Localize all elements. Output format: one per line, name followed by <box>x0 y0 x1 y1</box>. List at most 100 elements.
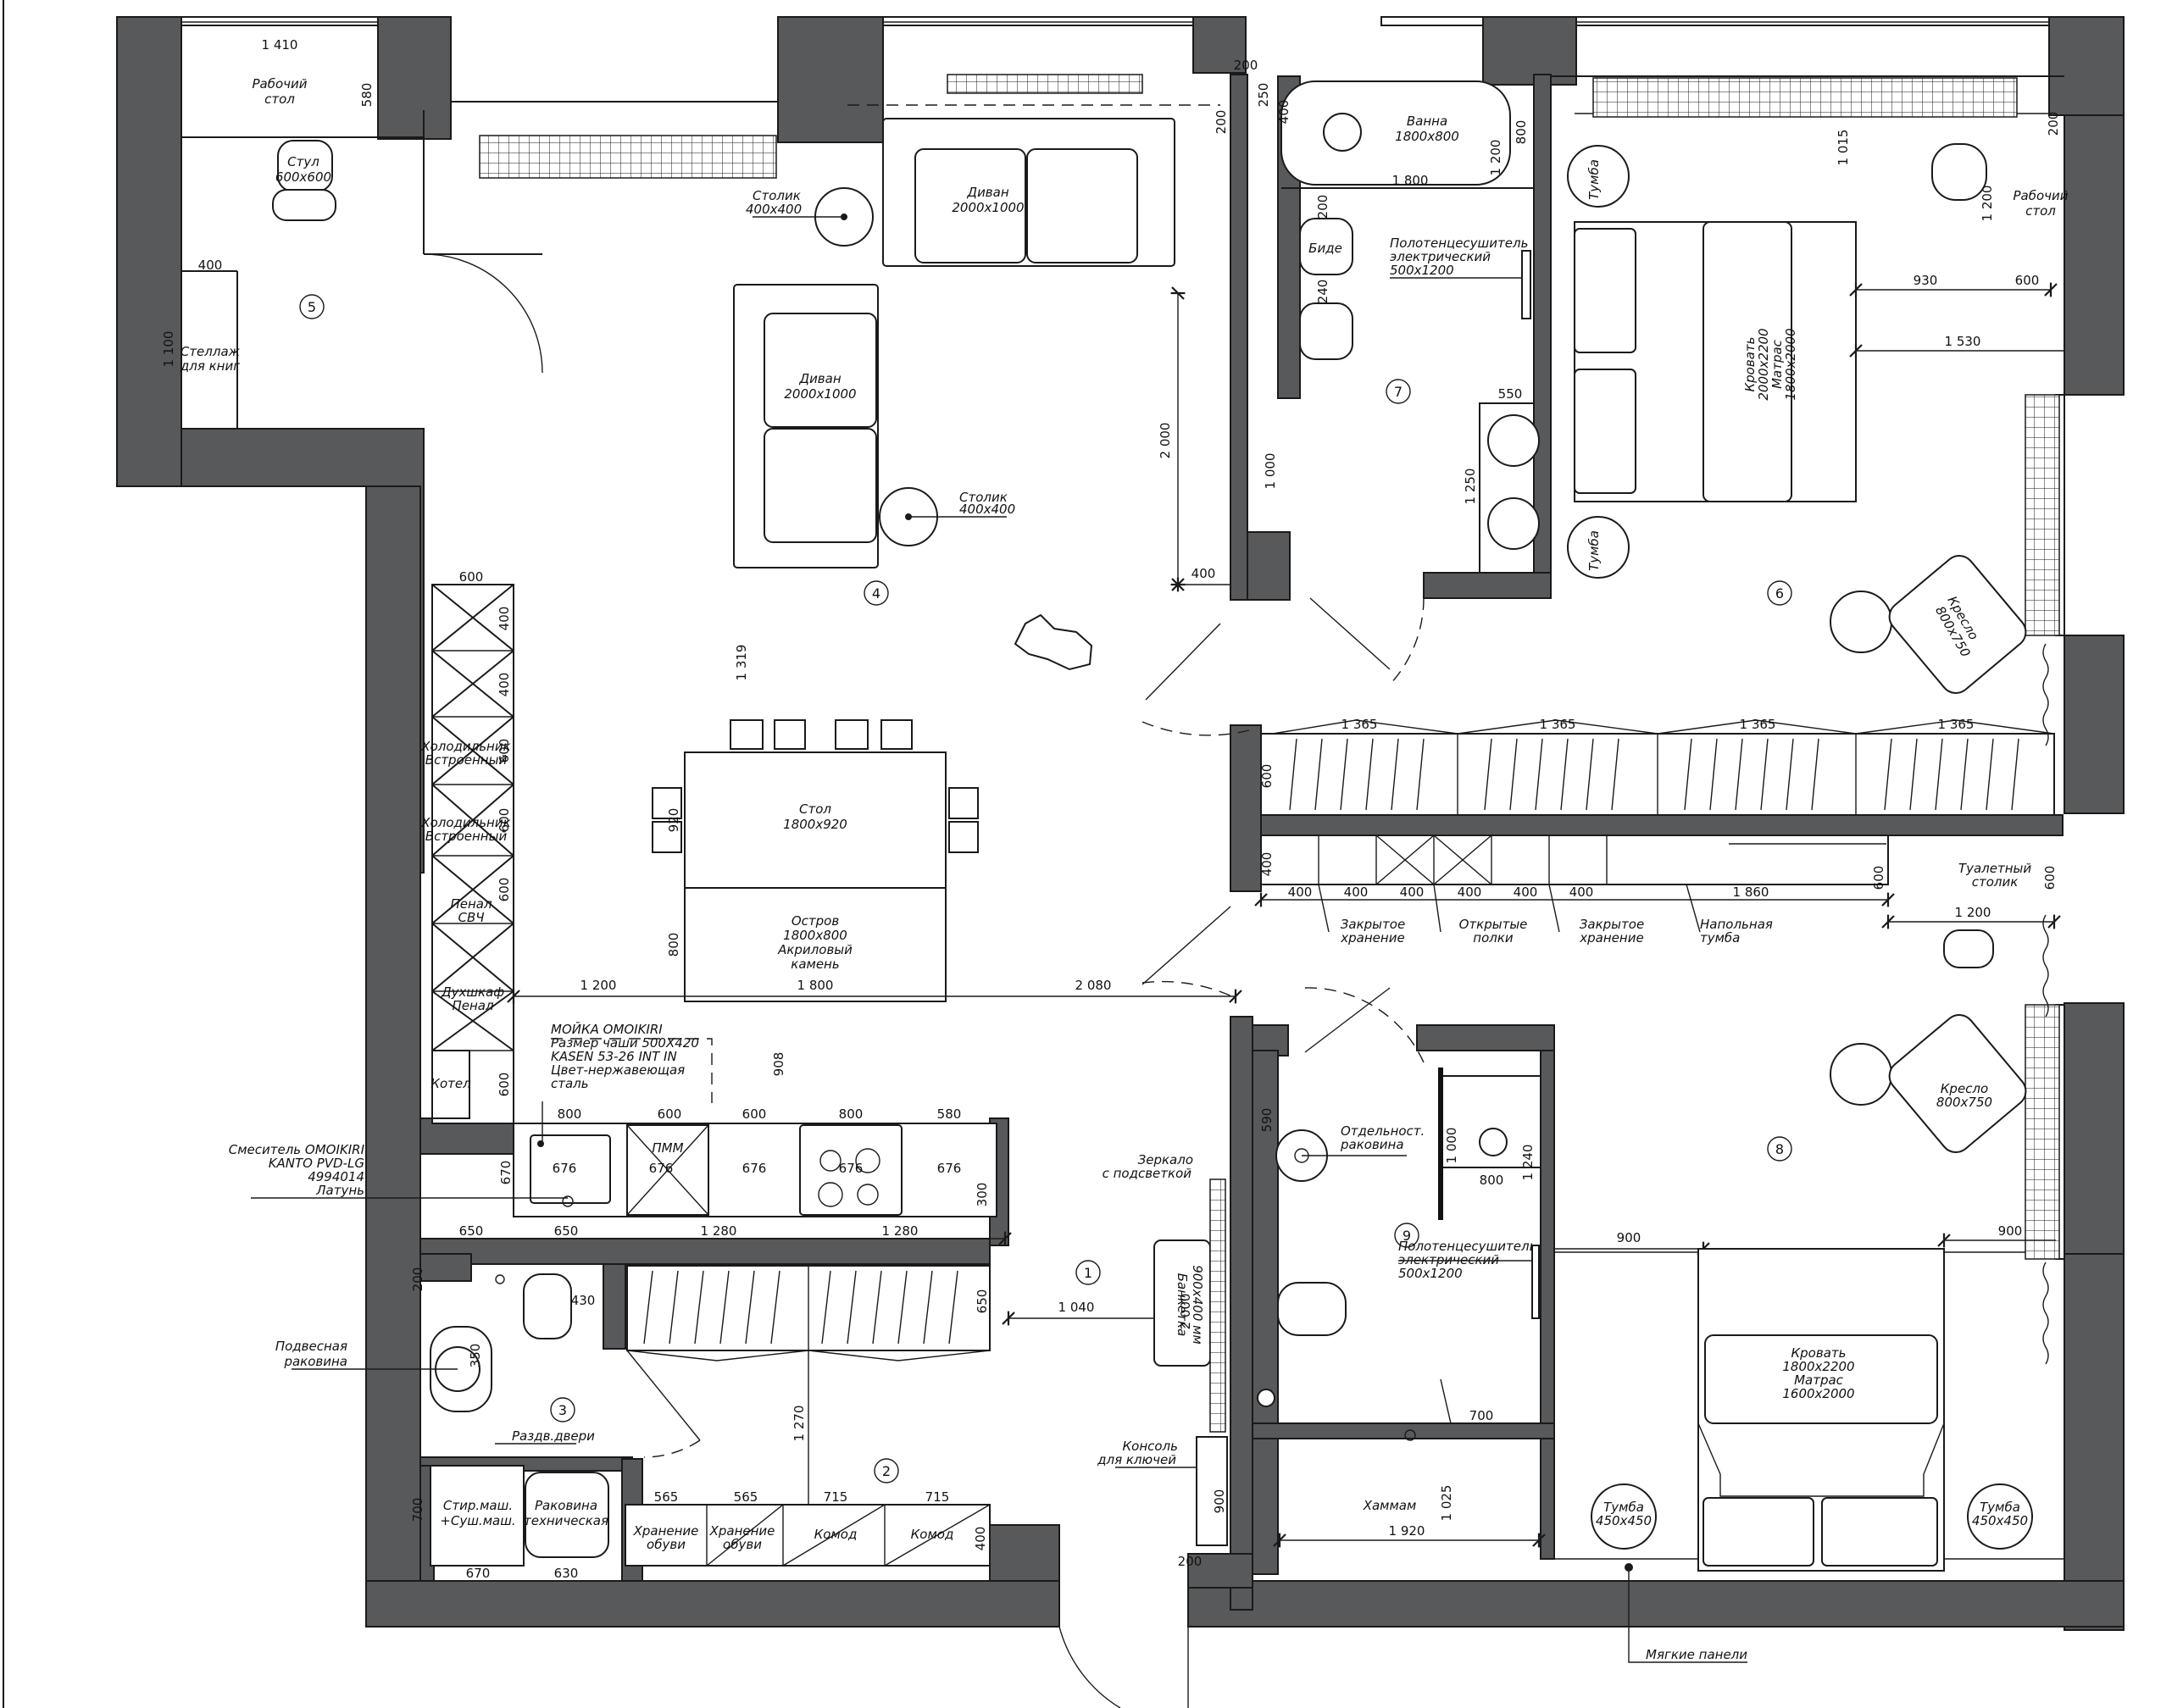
svg-text:2 000: 2 000 <box>1178 1294 1193 1330</box>
svg-text:электрический: электрический <box>1398 1252 1499 1267</box>
svg-text:200: 200 <box>1234 58 1258 73</box>
svg-text:600х600: 600х600 <box>275 169 331 185</box>
svg-text:900: 900 <box>1212 1489 1227 1514</box>
svg-text:Духшкаф: Духшкаф <box>441 984 504 1000</box>
floor-drain <box>1257 1389 1275 1407</box>
svg-text:700: 700 <box>410 1498 425 1522</box>
svg-text:400: 400 <box>1276 100 1291 125</box>
toilet-9 <box>1277 1282 1347 1336</box>
svg-text:1 800: 1 800 <box>1392 173 1429 188</box>
svg-text:техническая: техническая <box>524 1513 608 1528</box>
svg-text:400: 400 <box>1514 884 1538 900</box>
svg-text:600: 600 <box>497 808 512 833</box>
washer-dryer <box>430 1465 525 1567</box>
svg-text:Матрас: Матрас <box>1794 1372 1844 1388</box>
kitchen-tall-units: Котел Холодильник Встроенный Холодильник… <box>420 569 514 1124</box>
svg-text:МОЙКА OMOIKIRI: МОЙКА OMOIKIRI <box>551 1021 663 1037</box>
svg-text:900: 900 <box>1617 1230 1641 1245</box>
room-number-8: 8 <box>1775 1141 1784 1157</box>
svg-text:Отдельност.: Отдельност. <box>1341 1123 1425 1139</box>
svg-text:600: 600 <box>742 1106 767 1122</box>
svg-text:200: 200 <box>410 1267 425 1292</box>
svg-text:тумба: тумба <box>1700 930 1740 946</box>
svg-text:1 319: 1 319 <box>734 645 749 681</box>
wc-toilet <box>523 1273 572 1339</box>
svg-text:Пенал: Пенал <box>450 896 492 912</box>
svg-text:1 200: 1 200 <box>1955 905 1991 920</box>
svg-text:250: 250 <box>1256 83 1271 108</box>
svg-text:1800х800: 1800х800 <box>783 928 847 943</box>
round-table-6 <box>1830 591 1892 653</box>
svg-text:стол: стол <box>2025 203 2056 219</box>
wardrobe-6: 1 365 1 365 1 365 1 365 600 <box>1259 717 2055 816</box>
desk <box>181 25 379 138</box>
svg-text:908: 908 <box>771 1052 786 1077</box>
boiler <box>431 1050 470 1119</box>
svg-text:676: 676 <box>937 1161 962 1176</box>
svg-text:хранение: хранение <box>1579 930 1643 946</box>
hall-room: 650 650 1 280 1 280 650 1 040 1 270 1 2 … <box>420 1152 1228 1569</box>
svg-text:Открытые: Открытые <box>1459 917 1528 932</box>
svg-text:550: 550 <box>1498 386 1523 402</box>
svg-text:900: 900 <box>1998 1223 2023 1239</box>
room-number-3: 3 <box>558 1402 567 1418</box>
radiator <box>479 135 777 179</box>
svg-text:Цвет-нержавеющая: Цвет-нержавеющая <box>551 1062 685 1078</box>
svg-text:1800х800: 1800х800 <box>1395 129 1459 144</box>
svg-text:Стир.маш.: Стир.маш. <box>443 1498 513 1513</box>
svg-text:200: 200 <box>1214 110 1229 135</box>
room-number-2: 2 <box>882 1463 891 1479</box>
svg-text:676: 676 <box>649 1161 674 1176</box>
svg-text:1600х2000: 1600х2000 <box>1782 1386 1854 1401</box>
svg-text:700: 700 <box>1469 1408 1494 1423</box>
svg-text:Закрытое: Закрытое <box>1341 917 1405 932</box>
svg-text:1 365: 1 365 <box>1938 717 1975 732</box>
svg-text:Встроенный: Встроенный <box>425 829 508 844</box>
armchair-1 <box>1888 554 2027 695</box>
svg-text:ПММ: ПММ <box>652 1140 683 1156</box>
svg-text:2 000: 2 000 <box>1158 423 1173 459</box>
svg-text:1 530: 1 530 <box>1945 334 1981 349</box>
svg-text:1800х920: 1800х920 <box>783 817 847 832</box>
svg-text:Зеркало: Зеркало <box>1138 1152 1193 1167</box>
svg-text:2000х1000: 2000х1000 <box>952 200 1024 215</box>
svg-text:Столик: Столик <box>959 490 1008 505</box>
svg-text:565: 565 <box>654 1489 679 1505</box>
room-number-1: 1 <box>1084 1265 1092 1281</box>
svg-text:+Суш.маш.: +Суш.маш. <box>440 1513 515 1528</box>
svg-text:800: 800 <box>666 933 681 957</box>
svg-text:Закрытое: Закрытое <box>1580 917 1644 932</box>
svg-text:1 410: 1 410 <box>262 37 298 53</box>
svg-text:1 240: 1 240 <box>1520 1145 1536 1181</box>
svg-text:2000х2200: 2000х2200 <box>1756 328 1771 400</box>
svg-text:400: 400 <box>1288 884 1313 900</box>
svg-text:800х750: 800х750 <box>1936 1095 1992 1110</box>
svg-text:1 025: 1 025 <box>1439 1485 1454 1522</box>
svg-text:400: 400 <box>1344 884 1369 900</box>
svg-text:Тумба: Тумба <box>1586 159 1602 200</box>
round-table-8 <box>1830 1043 1892 1106</box>
svg-text:полки: полки <box>1473 930 1514 946</box>
svg-text:Полотенцесушитель: Полотенцесушитель <box>1390 236 1528 251</box>
bedroom-8: Кресло 800х750 8 900 900 Кровать 1800х22… <box>1554 643 2060 1663</box>
svg-text:2 080: 2 080 <box>1075 978 1112 993</box>
svg-text:Кресло: Кресло <box>1941 1081 1988 1096</box>
room-number-6: 6 <box>1775 585 1784 602</box>
svg-text:Рабочий: Рабочий <box>2013 188 2068 203</box>
svg-text:1 040: 1 040 <box>1058 1300 1095 1315</box>
svg-text:раковина: раковина <box>1340 1137 1404 1152</box>
svg-text:Смеситель OMOIKIRI: Смеситель OMOIKIRI <box>229 1142 365 1157</box>
svg-text:1 280: 1 280 <box>701 1223 737 1239</box>
svg-text:Хранение: Хранение <box>633 1523 699 1539</box>
svg-text:хранение: хранение <box>1340 930 1404 946</box>
room-number-4: 4 <box>872 585 880 602</box>
svg-text:Тумба: Тумба <box>1603 1500 1644 1515</box>
svg-text:сталь: сталь <box>551 1076 589 1091</box>
svg-text:Кровать: Кровать <box>1791 1345 1847 1361</box>
svg-text:900х400 мм: 900х400 мм <box>1190 1265 1205 1345</box>
svg-text:Мягкие панели: Мягкие панели <box>1646 1647 1747 1662</box>
bedroom-6: Тумба Тумба Кровать 2000х2200 Матрас 180… <box>1567 77 2069 695</box>
cooktop <box>799 1124 903 1216</box>
svg-text:1 200: 1 200 <box>1488 140 1503 176</box>
